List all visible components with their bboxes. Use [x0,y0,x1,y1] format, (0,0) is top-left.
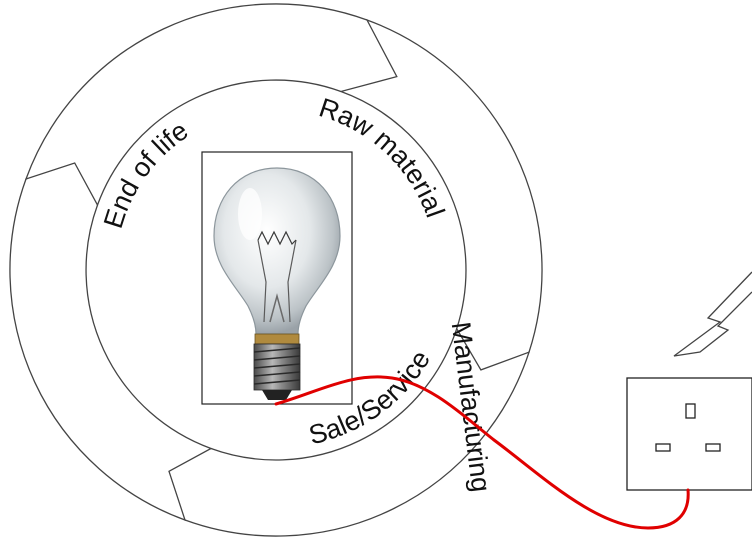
lightning-bolt-icon [673,271,752,357]
power-socket-icon [626,377,752,491]
ring-segment-end-of-life [24,3,398,207]
light-bulb-icon [201,151,353,405]
power-cable [274,375,690,530]
cycle-ring [9,3,543,537]
